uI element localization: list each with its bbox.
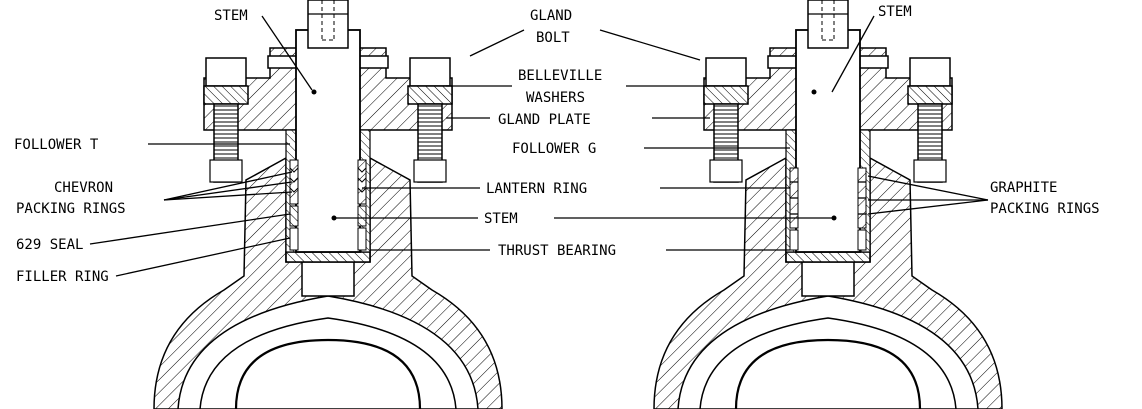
left-valve-assembly [152, 0, 504, 409]
label-follower-t: FOLLOWER T [14, 137, 99, 153]
seal-629-part [289, 205, 299, 227]
label-chevron: CHEVRON [54, 180, 113, 196]
chevron-rings [289, 159, 367, 205]
filler-ring-part [289, 227, 299, 251]
label-belleville-2: WASHERS [526, 90, 585, 106]
label-follower-g: FOLLOWER G [512, 141, 596, 157]
label-graphite-2: PACKING RINGS [990, 201, 1100, 217]
label-gland-bolt: GLAND [530, 8, 572, 24]
label-chevron-2: PACKING RINGS [16, 201, 126, 217]
label-stem-top-left: STEM [214, 8, 248, 24]
label-filler-ring: FILLER RING [16, 269, 109, 285]
right-valve-assembly [652, 0, 1004, 409]
label-lantern-ring: LANTERN RING [486, 181, 587, 197]
labels: STEM GLAND BOLT STEM BELLEVILLE WASHERS … [14, 4, 1100, 285]
label-gland-plate: GLAND PLATE [498, 112, 591, 128]
label-stem-middle: STEM [484, 211, 518, 227]
label-stem-top-right: STEM [878, 4, 912, 20]
lantern-ring-part [789, 229, 799, 251]
label-graphite: GRAPHITE [990, 180, 1057, 196]
label-gland-bolt-2: BOLT [536, 30, 570, 46]
graphite-rings [789, 167, 867, 229]
label-thrust-bearing: THRUST BEARING [498, 243, 616, 259]
label-629-seal: 629 SEAL [16, 237, 83, 253]
leader-lines [89, 15, 989, 277]
label-belleville: BELLEVILLE [518, 68, 602, 84]
